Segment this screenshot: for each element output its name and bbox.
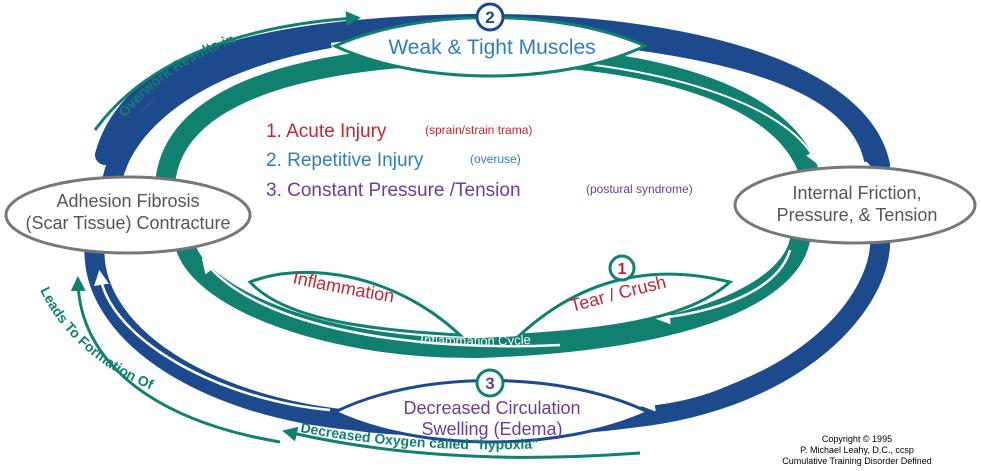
cause-3-note: (postural syndrome) bbox=[586, 182, 693, 196]
cause-2-main: 2. Repetitive Injury bbox=[266, 150, 424, 171]
hypoxia-arrow bbox=[282, 426, 641, 459]
adhesion-line2: (Scar Tissue) Contracture bbox=[25, 213, 230, 233]
decreased-circulation-label: Decreased Circulation bbox=[403, 398, 580, 418]
copyright-block: Copyright © 1995 P. Michael Leahy, D.C.,… bbox=[747, 434, 967, 467]
inflammation-cycle-inner-band bbox=[155, 48, 820, 359]
chronic-arrow-right bbox=[640, 329, 801, 412]
friction-line1: Internal Friction, bbox=[792, 183, 921, 203]
top-right-teal-arrow bbox=[569, 61, 817, 164]
weak-muscles-node bbox=[331, 16, 649, 78]
leads-to-arrow bbox=[70, 276, 281, 444]
number-1-badge bbox=[608, 254, 636, 282]
number-3-text: 3 bbox=[485, 374, 494, 393]
friction-line2: Pressure, & Tension bbox=[777, 205, 938, 225]
weak-muscles-label: Weak & Tight Muscles bbox=[388, 36, 595, 59]
number-2-text: 2 bbox=[485, 8, 494, 27]
number-1-text: 1 bbox=[618, 261, 627, 278]
tear-arrow bbox=[655, 249, 792, 325]
inflammation-arrow bbox=[201, 258, 561, 348]
number-2-badge bbox=[475, 2, 505, 32]
top-right-arrow bbox=[619, 38, 880, 173]
copyright-line1: Copyright © 1995 bbox=[821, 434, 893, 444]
number-3-badge bbox=[475, 368, 505, 398]
cause-3-main: 3. Constant Pressure /Tension bbox=[266, 180, 521, 201]
adhesion-line1: Adhesion Fibrosis bbox=[56, 191, 199, 211]
copyright-line3: Cumulative Training Disorder Defined bbox=[782, 456, 932, 466]
internal-friction-node bbox=[733, 165, 977, 245]
inflammation-cycle-label: Inflammation Cycle bbox=[420, 332, 531, 348]
swelling-label: Swelling (Edema) bbox=[421, 419, 562, 439]
cause-1-main: 1. Acute Injury bbox=[266, 121, 387, 142]
cause-1-note: (sprain/strain trama) bbox=[425, 123, 532, 137]
adhesion-fibrosis-node bbox=[4, 175, 252, 255]
chronic-arrow-left bbox=[94, 270, 331, 412]
copyright-line2: P. Michael Leahy, D.C., ccsp bbox=[800, 445, 914, 455]
overwork-arrow bbox=[93, 11, 361, 131]
inflammation-node bbox=[247, 270, 465, 337]
tear-node bbox=[515, 272, 734, 337]
cause-2-note: (overuse) bbox=[470, 152, 521, 166]
decreased-circulation-node bbox=[331, 379, 652, 444]
